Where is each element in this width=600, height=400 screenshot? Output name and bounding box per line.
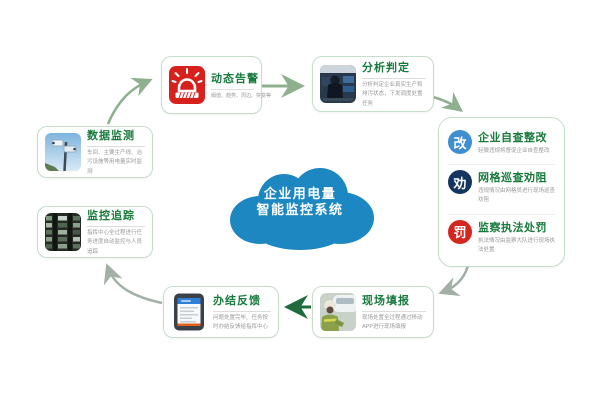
node-completion-feedback: 办结反馈 问题处置完毕、任务按时办结反馈给指挥中心 [163, 286, 279, 338]
control-room-photo [320, 65, 356, 103]
divider [87, 226, 145, 228]
node-desc: 问题处置完毕、任务按时办结反馈给指挥中心 [213, 314, 269, 330]
badge-quan-icon: 劝 [448, 170, 472, 195]
measure-title: 企业自查整改 [478, 132, 547, 144]
arrow-data-to-alert [106, 77, 153, 125]
measure-title: 网格巡查劝阻 [478, 172, 547, 185]
alarm-icon [169, 66, 205, 104]
badge-gai-icon: 改 [448, 130, 472, 154]
measure-enforce-punish: 罚 监察执法处罚 执法情况由监察大队进行现场执法处置 [448, 213, 556, 259]
node-desc: 指挥中心全过程进行任务进度自动监控与人员追踪 [87, 230, 143, 255]
node-monitor-tracking: 监控追踪 指挥中心全过程进行任务进度自动监控与人员追踪 [37, 206, 153, 258]
node-title: 办结反馈 [213, 294, 261, 307]
divider [362, 310, 426, 312]
node-title: 动态告警 [211, 72, 259, 85]
node-title: 分析判定 [362, 62, 410, 75]
cloud-title: 企业用电量 智能监控系统 [222, 186, 378, 219]
node-desc: 分析判定企业真实生产和排污状态，下发调度处置任务 [362, 82, 423, 107]
central-cloud: 企业用电量 智能监控系统 [222, 162, 378, 254]
node-title: 数据监测 [87, 130, 135, 143]
worker-photo [320, 293, 356, 331]
node-desc: 现场处置全过程通过移动APP进行现场填报 [362, 314, 423, 330]
measure-desc: 执法情况由监察大队进行现场执法处置 [478, 237, 556, 253]
node-desc: 阈值、趋势、周边、突变等 [211, 92, 272, 99]
node-analysis-judgment: 分析判定 分析判定企业真实生产和排污状态，下发调度处置任务 [312, 56, 434, 112]
node-onsite-filing: 现场填报 现场处置全过程通过移动APP进行现场填报 [312, 286, 434, 338]
cloud-title-line2: 智能监控系统 [256, 202, 344, 218]
divider [211, 88, 254, 90]
node-data-monitoring: 数据监测 车间、主要生产线、治污设施等用电量实时监测 [37, 126, 153, 178]
measure-self-rectify: 改 企业自查整改 轻微违规将督促企业自查整改 [448, 125, 555, 160]
node-desc: 车间、主要生产线、治污设施等用电量实时监测 [87, 150, 143, 175]
divider [87, 146, 145, 148]
badge-fa-icon: 罚 [448, 219, 472, 244]
divider [213, 310, 271, 312]
node-dynamic-alert: 动态告警 阈值、趋势、周边、突变等 [161, 56, 272, 114]
measure-desc: 违规情况由网格员进行现场巡查劝阻 [478, 188, 556, 204]
measures-panel: 改 企业自查整改 轻微违规将督促企业自查整改 劝 网格巡查劝阻 违规情况由网格员… [438, 117, 565, 267]
measure-desc: 轻微违规将督促企业自查整改 [478, 148, 550, 154]
phone-icon [171, 293, 207, 331]
camera-photo [45, 133, 81, 171]
measure-title: 监察执法处罚 [478, 221, 547, 234]
arrow-feedback-to-track [103, 263, 163, 305]
measure-grid-dissuade: 劝 网格巡查劝阻 违规情况由网格员进行现场巡查劝阻 [448, 164, 555, 209]
divider [362, 78, 426, 80]
cloud-title-line1: 企业用电量 [263, 186, 337, 201]
cloud-shape [230, 168, 374, 250]
node-title: 监控追踪 [87, 210, 135, 223]
video-wall-photo [45, 213, 81, 251]
node-title: 现场填报 [362, 294, 410, 307]
